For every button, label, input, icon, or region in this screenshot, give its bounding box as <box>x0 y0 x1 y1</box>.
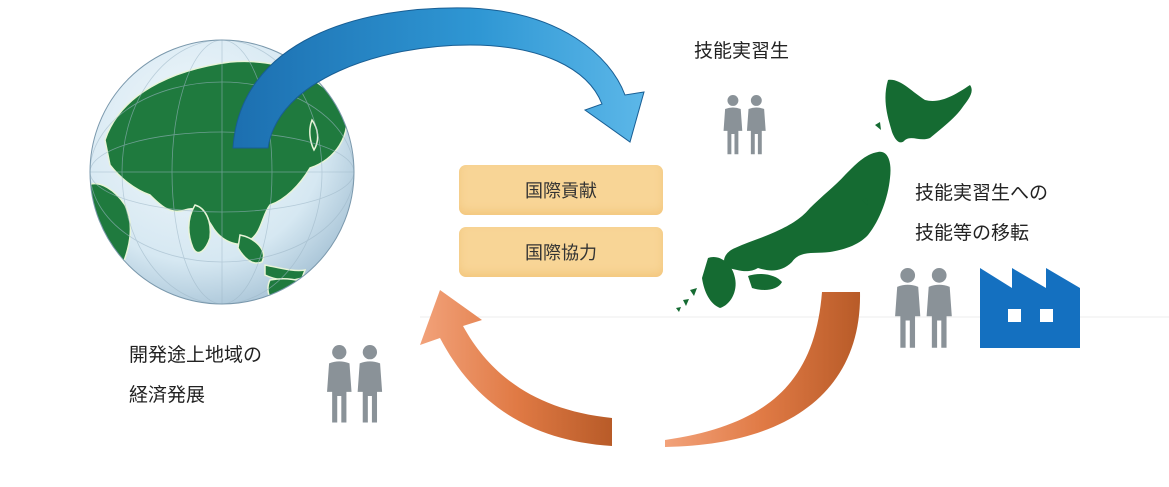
label-developing-regions: 開発途上地域の 経済発展 <box>129 340 262 410</box>
box-label: 国際協力 <box>525 243 597 264</box>
japan-map-icon <box>676 79 972 312</box>
person-pair-icon <box>895 268 952 348</box>
label-text: 技能実習生 <box>694 40 790 62</box>
label-line: 開発途上地域の <box>129 344 263 366</box>
arrow-curved-blue <box>232 7 645 149</box>
person-pair-icon <box>723 95 766 155</box>
label-line: 技能等の移転 <box>915 222 1030 244</box>
box-label: 国際貢献 <box>525 181 597 202</box>
label-trainee: 技能実習生 <box>694 36 789 66</box>
person-pair-icon <box>327 345 383 423</box>
label-line: 技能実習生への <box>915 182 1049 204</box>
arrow-curved-orange <box>420 290 861 447</box>
box-international-contribution: 国際貢献 <box>459 165 663 215</box>
label-line: 経済発展 <box>129 384 206 406</box>
factory-icon <box>980 268 1080 348</box>
label-skill-transfer: 技能実習生への 技能等の移転 <box>915 178 1048 248</box>
box-international-cooperation: 国際協力 <box>459 227 663 277</box>
